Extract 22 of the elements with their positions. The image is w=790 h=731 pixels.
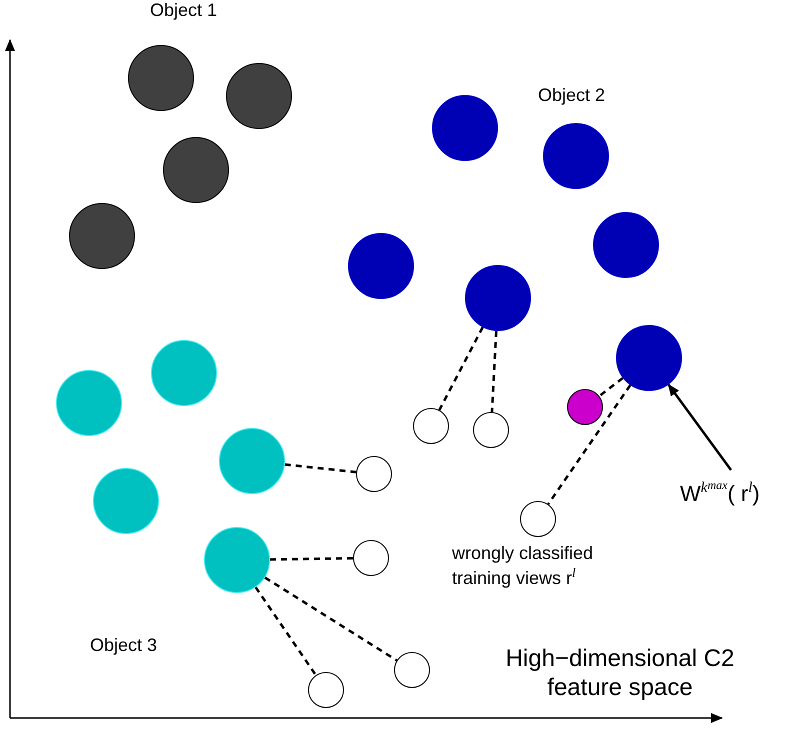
text-label: Object 3	[90, 635, 158, 657]
text-label: High−dimensional C2 feature space	[504, 645, 736, 703]
text-label: Object 2	[538, 85, 606, 107]
circle-marker	[356, 456, 392, 492]
dashed-connector	[254, 586, 317, 676]
circle-marker	[353, 540, 389, 576]
text-label: Object 1	[150, 0, 218, 22]
circle-marker	[413, 408, 449, 444]
arrow	[667, 384, 732, 471]
dashed-connector	[547, 384, 632, 505]
circle-marker	[308, 672, 344, 708]
dashed-connector	[284, 463, 356, 474]
circle-marker	[394, 652, 430, 688]
circle-marker	[567, 389, 603, 425]
circle-marker	[473, 412, 509, 448]
dashed-connector	[598, 377, 624, 398]
circle-marker	[520, 501, 556, 537]
dashed-connector	[264, 576, 398, 662]
dashed-connector	[490, 330, 498, 412]
dashed-connector	[438, 326, 484, 411]
dashed-connector	[270, 557, 354, 561]
text-label: wrongly classified training views r$^{l}$	[452, 543, 594, 590]
